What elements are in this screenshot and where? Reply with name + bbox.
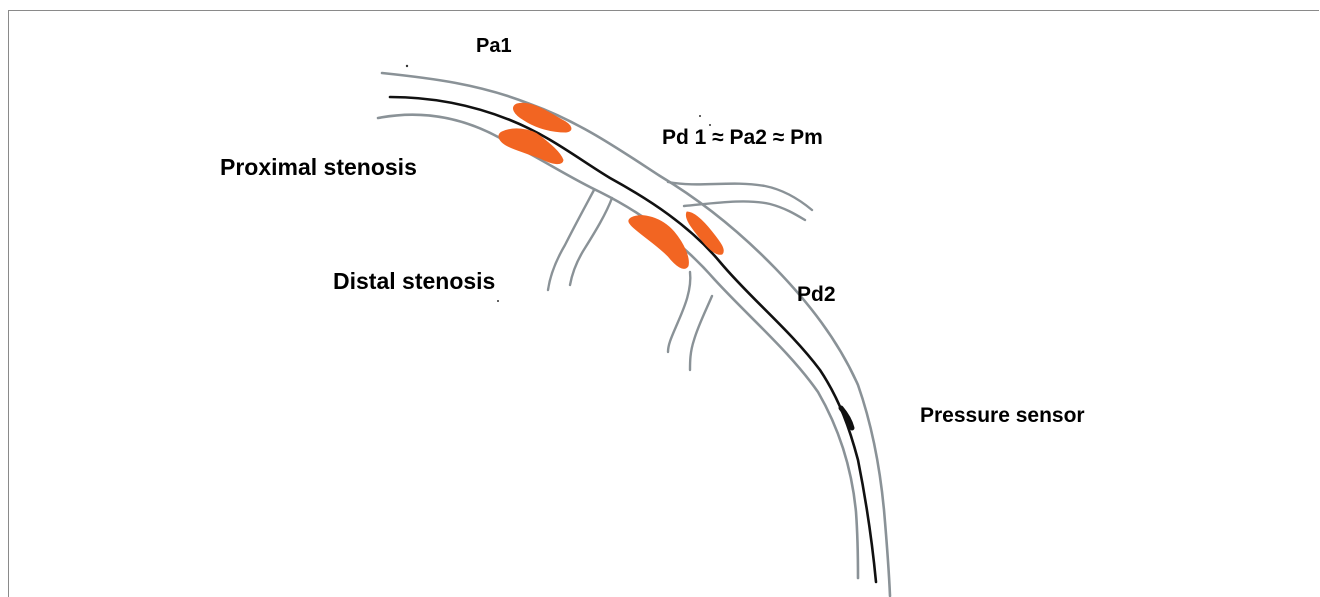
stray-dot	[497, 300, 499, 302]
vessel-wall-lower	[378, 115, 858, 578]
vessel-wall-upper	[382, 73, 890, 596]
proximal-stenosis-label: Proximal stenosis	[220, 156, 417, 179]
middle-branch-inner	[690, 296, 712, 370]
guidewire	[390, 97, 876, 582]
left-branch-inner	[570, 198, 612, 285]
side-branch-lower	[684, 201, 805, 220]
distal-stenosis-label: Distal stenosis	[333, 270, 495, 293]
pa1-label: Pa1	[476, 36, 512, 56]
pd1-pa2-pm-label: Pd 1 ≈ Pa2 ≈ Pm	[662, 127, 823, 148]
stray-dot	[699, 115, 701, 117]
middle-branch-outer	[668, 272, 690, 352]
proximal-stenosis-lower-plaque	[499, 129, 563, 164]
pd2-label: Pd2	[797, 284, 836, 305]
pressure-sensor-label: Pressure sensor	[920, 405, 1085, 426]
left-branch-outer	[548, 190, 594, 290]
stray-dot	[406, 65, 408, 67]
